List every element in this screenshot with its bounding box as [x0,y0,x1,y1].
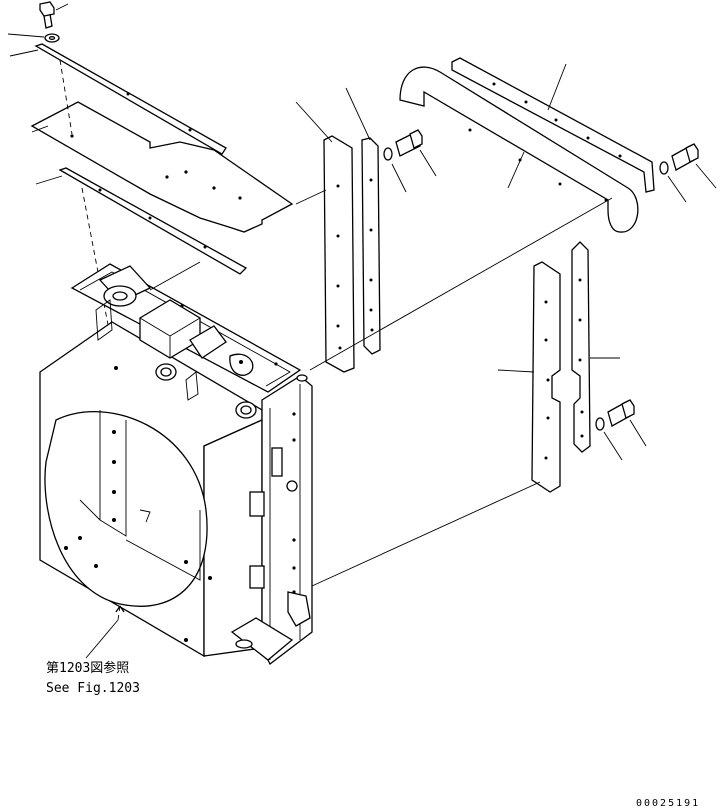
left-seal-strip [345,87,381,355]
middle-bolt [383,129,437,193]
assembly-guide-lines [149,197,613,587]
lower-bracket-strip [35,167,248,431]
top-cover-plate [30,59,294,233]
reference-arrow [85,605,125,659]
right-top-bolt [659,143,717,203]
drawing-code: 00025191 [636,798,700,809]
right-seal-strip [571,241,620,453]
right-seal-plate [497,261,561,493]
radiator-assembly [39,263,313,665]
top-seal-strip [451,57,655,193]
upper-bracket-strip [9,43,227,155]
left-seal-plate [295,101,355,373]
reference-text-japanese: 第1203図参照 [46,660,129,676]
top-bolt [39,1,69,29]
top-washer [7,33,60,43]
reference-text-english: See Fig.1203 [46,681,140,696]
curved-top-seal [399,66,639,233]
right-lower-bolt [595,399,647,461]
